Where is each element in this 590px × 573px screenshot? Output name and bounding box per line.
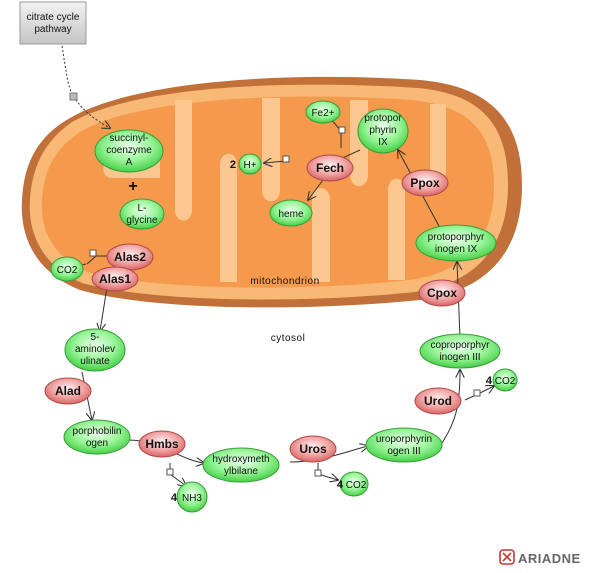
- succinyl-coa-label-1: succinyl-: [110, 133, 149, 144]
- uro-label-1: uroporphyrin: [376, 434, 432, 445]
- fech-label: Fech: [316, 161, 344, 175]
- metabolite-uroporphyrinogen-iii[interactable]: uroporphyrin ogen III: [365, 427, 443, 463]
- h-plus-label: H+: [243, 160, 256, 171]
- co2-alas-label: CO2: [57, 265, 78, 276]
- alas1-label: Alas1: [99, 272, 131, 286]
- metabolite-hydroxymethylbilane[interactable]: hydroxymeth ylbilane: [202, 447, 280, 483]
- citrate-cycle-pathway-link[interactable]: citrate cycle pathway: [19, 1, 87, 45]
- enzyme-alad[interactable]: Alad: [44, 377, 92, 405]
- metabolite-co2-urod[interactable]: CO2: [492, 368, 518, 392]
- metabolite-5-aminolevulinate[interactable]: 5- aminolev ulinate: [64, 328, 126, 372]
- proto-label-3: IX: [378, 137, 388, 148]
- ariadne-logo-icon: [499, 549, 515, 565]
- alas2-label: Alas2: [114, 250, 146, 264]
- ppox-label: Ppox: [410, 176, 440, 190]
- enzyme-uros[interactable]: Uros: [289, 435, 337, 463]
- metabolite-porphobilinogen[interactable]: porphobilin ogen: [63, 419, 131, 455]
- ariadne-logo-text: ARIADNE: [518, 551, 581, 566]
- ala-label-1: 5-: [91, 332, 100, 343]
- uros-label: Uros: [299, 442, 327, 456]
- protogen-label-2: inogen IX: [435, 244, 478, 255]
- co2-urod-label: CO2: [495, 376, 516, 387]
- metabolite-nh3[interactable]: NH3: [176, 481, 208, 513]
- metabolite-heme[interactable]: heme: [269, 199, 313, 227]
- enzyme-ppox[interactable]: Ppox: [401, 169, 449, 197]
- metabolite-co2-uros[interactable]: CO2: [339, 471, 369, 497]
- pbg-label-2: ogen: [86, 438, 108, 449]
- hmb-label-2: ylbilane: [224, 466, 258, 477]
- nh3-label: NH3: [182, 493, 202, 504]
- copro-label-1: coproporphyr: [431, 340, 491, 351]
- plus-sign: +: [128, 178, 137, 195]
- pathway-link-handle: [69, 92, 78, 101]
- proto-label-2: phyrin: [369, 125, 396, 136]
- enzyme-alas2[interactable]: Alas2: [106, 243, 154, 271]
- co2-urod-stoichiometry: 4: [486, 375, 493, 387]
- pathway-link-line1: citrate cycle: [27, 12, 80, 23]
- hmbs-label: Hmbs: [145, 437, 179, 451]
- enzyme-fech[interactable]: Fech: [306, 154, 354, 182]
- metabolite-fe2[interactable]: Fe2+: [305, 100, 341, 124]
- heme-label: heme: [278, 209, 303, 220]
- reaction-handles: [89, 126, 481, 477]
- uro-label-2: ogen III: [387, 446, 420, 457]
- pbg-label-1: porphobilin: [73, 426, 122, 437]
- protogen-label-1: protoporphyr: [428, 232, 485, 243]
- metabolite-co2-alas[interactable]: CO2: [50, 256, 84, 282]
- succinyl-coa-label-2: coenzyme: [106, 145, 152, 156]
- ariadne-logo: ARIADNE: [499, 549, 581, 566]
- metabolite-protoporphyrin-ix[interactable]: protopor phyrin IX: [357, 108, 409, 154]
- enzyme-alas1[interactable]: Alas1: [91, 266, 139, 292]
- co2-uros-label: CO2: [346, 480, 367, 491]
- proto-label-1: protopor: [364, 113, 402, 124]
- metabolite-coproporphyrinogen-iii[interactable]: coproporphyr inogen III: [419, 333, 501, 369]
- metabolite-protoporphyrinogen-ix[interactable]: protoporphyr inogen IX: [415, 224, 497, 262]
- nh3-stoichiometry: 4: [171, 492, 178, 504]
- ala-label-3: ulinate: [80, 356, 110, 367]
- ala-label-2: aminolev: [75, 344, 115, 355]
- mitochondrion-label: mitochondrion: [250, 276, 319, 287]
- hmb-label-1: hydroxymeth: [212, 454, 269, 465]
- enzyme-cpox[interactable]: Cpox: [418, 279, 466, 307]
- urod-label: Urod: [424, 394, 452, 408]
- fe2-label: Fe2+: [311, 108, 334, 119]
- metabolite-l-glycine[interactable]: L- glycine: [119, 198, 165, 230]
- glycine-label-1: L-: [138, 203, 147, 214]
- enzyme-hmbs[interactable]: Hmbs: [138, 430, 186, 458]
- enzyme-urod[interactable]: Urod: [414, 387, 462, 415]
- h-plus-stoichiometry: 2: [230, 159, 236, 171]
- copro-label-2: inogen III: [439, 352, 480, 363]
- glycine-label-2: glycine: [126, 215, 158, 226]
- metabolite-succinyl-coenzyme-a[interactable]: succinyl- coenzyme A: [94, 129, 164, 173]
- co2-uros-stoichiometry: 4: [337, 479, 344, 491]
- cytosol-label: cytosol: [271, 333, 306, 344]
- succinyl-coa-label-3: A: [126, 157, 133, 168]
- metabolite-h-plus[interactable]: H+: [238, 153, 262, 175]
- alad-label: Alad: [55, 384, 81, 398]
- cpox-label: Cpox: [427, 286, 457, 300]
- pathway-link-line2: pathway: [34, 24, 71, 35]
